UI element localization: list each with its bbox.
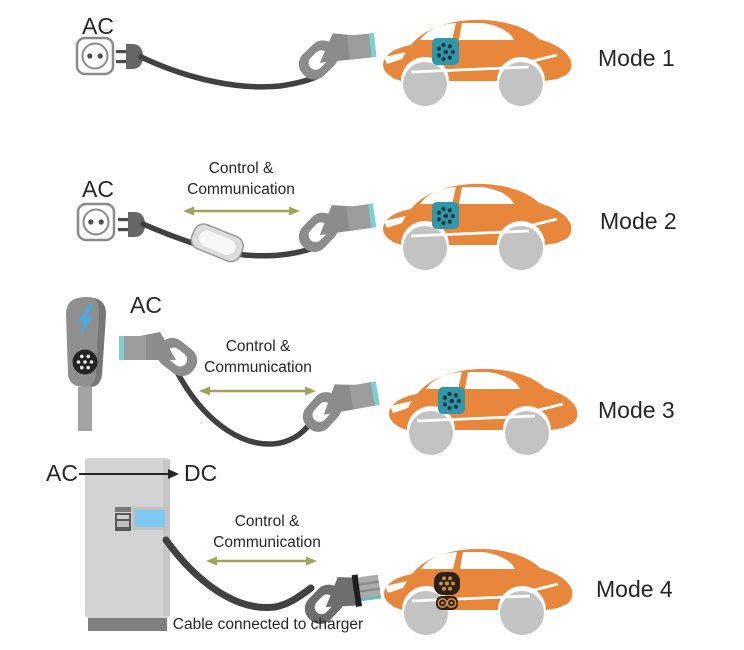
ev-car-icon (387, 367, 579, 457)
type2-port-icon (438, 387, 465, 414)
mode2-label: Mode 2 (600, 208, 677, 234)
control-communication-label: Control & (208, 160, 274, 177)
type2-port-icon (432, 38, 459, 65)
ccs-port-icon (433, 571, 461, 611)
control-communication-label: Control & (225, 338, 291, 355)
mode4-label: Mode 4 (596, 576, 673, 602)
control-communication-arrow (206, 556, 317, 566)
control-communication-label: Communication (204, 359, 312, 376)
mode3-row (66, 297, 579, 457)
control-communication-label: Communication (187, 181, 295, 198)
in-cable-control-box-icon (190, 223, 244, 263)
charging-cable (140, 221, 320, 259)
charging-cable (138, 54, 321, 90)
mode1-label: Mode 1 (598, 45, 675, 71)
ac-label: AC (46, 460, 78, 486)
control-communication-label: Control & (234, 513, 300, 530)
control-communication-arrow (199, 386, 316, 396)
ev-car-icon (382, 547, 574, 637)
mode4-row (79, 458, 574, 637)
type2-port-icon (432, 202, 459, 229)
ac-label: AC (130, 292, 162, 318)
screen-icon (132, 507, 168, 530)
ev-car-icon (381, 18, 573, 108)
card-reader-icon (115, 507, 131, 531)
ev-car-icon (381, 182, 573, 272)
wallbox-charger-icon (66, 297, 106, 431)
control-communication-label: Communication (213, 534, 321, 551)
control-communication-arrow (183, 206, 300, 216)
lightning-bolt-icon (78, 304, 93, 336)
ac-label: AC (82, 176, 114, 202)
ac-socket-icon (75, 36, 115, 76)
cable-connected-caption: Cable connected to charger (172, 616, 364, 633)
mode3-label: Mode 3 (598, 397, 675, 423)
charging-cable (162, 536, 315, 611)
ac-label: AC (82, 13, 114, 39)
ac-socket-icon (76, 202, 116, 242)
mode2-row (76, 182, 573, 272)
charging-cable (173, 367, 317, 447)
dc-charging-station-icon (85, 458, 170, 631)
dc-label: DC (184, 460, 218, 486)
mode1-row (75, 18, 573, 108)
ac-dc-arrow (79, 469, 179, 479)
